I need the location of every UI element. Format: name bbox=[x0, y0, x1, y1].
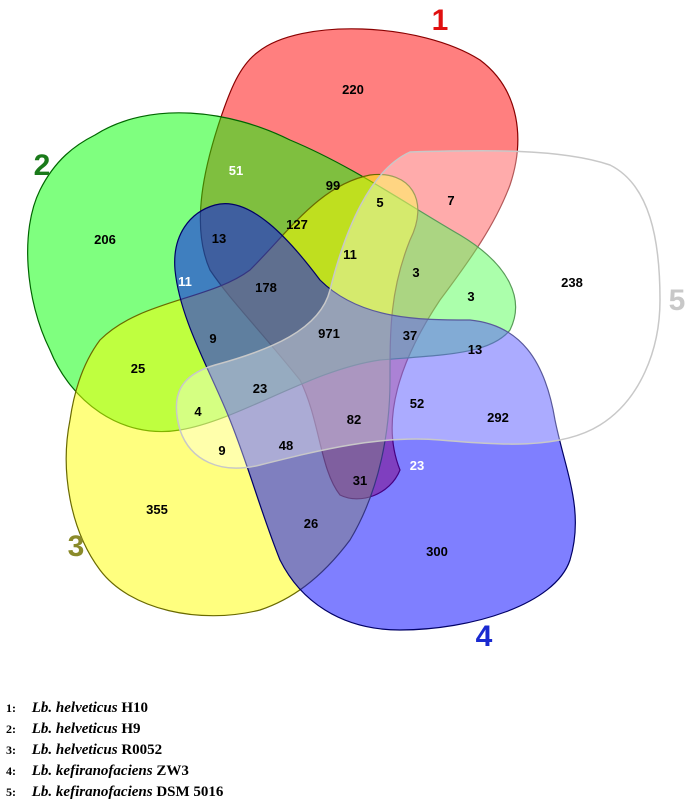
region-3-only: 355 bbox=[146, 502, 168, 517]
region-1-2-4: 13 bbox=[212, 231, 226, 246]
region-all: 971 bbox=[318, 326, 340, 341]
region-2-3-4: 9 bbox=[209, 331, 216, 346]
set-number-4: 4 bbox=[476, 620, 493, 653]
region-3-4-5: 48 bbox=[279, 438, 293, 453]
legend-strain: H9 bbox=[121, 721, 141, 737]
legend-strain: H10 bbox=[121, 700, 148, 716]
region-2-3-5: 4 bbox=[194, 404, 202, 419]
region-1-4-5-b: 52 bbox=[410, 396, 424, 411]
region-2-4-5: 13 bbox=[468, 342, 482, 357]
region-4-5: 292 bbox=[487, 410, 509, 425]
set-4-shape bbox=[174, 203, 576, 631]
region-1-3-4: 31 bbox=[353, 473, 367, 488]
region-1-4: 23 bbox=[410, 458, 424, 473]
region-1-4-5-a: 37 bbox=[403, 328, 417, 343]
region-3-4: 26 bbox=[304, 516, 318, 531]
legend-species: Lb. helveticus bbox=[31, 742, 118, 758]
legend-number: 4: bbox=[6, 764, 16, 778]
legend-item-1: 1: Lb. helveticus H10 bbox=[6, 698, 426, 719]
region-1-3-4-5: 82 bbox=[347, 412, 361, 427]
legend-number: 5: bbox=[6, 785, 16, 799]
set-number-1: 1 bbox=[432, 4, 449, 37]
legend-number: 2: bbox=[6, 722, 16, 736]
region-1-2-3-5: 5 bbox=[376, 195, 383, 210]
set-number-3: 3 bbox=[68, 530, 85, 563]
set-number-2: 2 bbox=[34, 149, 51, 182]
venn-diagram: 1 2 3 4 5 220 206 355 300 238 51 99 5 7 … bbox=[27, 4, 685, 653]
legend-species: Lb. helveticus bbox=[31, 700, 118, 716]
region-1-3-5: 3 bbox=[412, 265, 419, 280]
legend-strain: R0052 bbox=[121, 742, 163, 758]
region-2-4: 11 bbox=[178, 274, 192, 289]
region-1-2-3-5-b: 11 bbox=[343, 247, 357, 262]
legend: 1: Lb. helveticus H10 2: Lb. helveticus … bbox=[6, 698, 426, 803]
region-1-2: 51 bbox=[229, 163, 243, 178]
legend-species: Lb. kefiranofaciens bbox=[31, 763, 153, 779]
legend-item-4: 4: Lb. kefiranofaciens ZW3 bbox=[6, 761, 426, 782]
set-number-5: 5 bbox=[669, 284, 685, 317]
legend-item-3: 3: Lb. helveticus R0052 bbox=[6, 740, 426, 761]
set-5-shape bbox=[175, 149, 661, 469]
legend-number: 3: bbox=[6, 743, 16, 757]
region-2-3: 25 bbox=[131, 361, 145, 376]
legend-number: 1: bbox=[6, 701, 16, 715]
region-1-2-3-4: 178 bbox=[255, 280, 277, 295]
legend-strain: DSM 5016 bbox=[156, 784, 224, 800]
region-5-only: 238 bbox=[561, 275, 583, 290]
region-2-only: 206 bbox=[94, 232, 116, 247]
legend-species: Lb. kefiranofaciens bbox=[31, 784, 153, 800]
region-3-5: 9 bbox=[218, 443, 225, 458]
legend-species: Lb. helveticus bbox=[31, 721, 118, 737]
region-1-only: 220 bbox=[342, 82, 364, 97]
region-4-only: 300 bbox=[426, 544, 448, 559]
legend-item-2: 2: Lb. helveticus H9 bbox=[6, 719, 426, 740]
legend-strain: ZW3 bbox=[156, 763, 189, 779]
region-1-2-3-a: 99 bbox=[326, 178, 340, 193]
region-2-5: 3 bbox=[467, 289, 474, 304]
region-1-2-3-b: 127 bbox=[286, 217, 308, 232]
region-1-5: 7 bbox=[447, 193, 454, 208]
legend-item-5: 5: Lb. kefiranofaciens DSM 5016 bbox=[6, 782, 426, 803]
region-2-3-4-5: 23 bbox=[253, 381, 267, 396]
